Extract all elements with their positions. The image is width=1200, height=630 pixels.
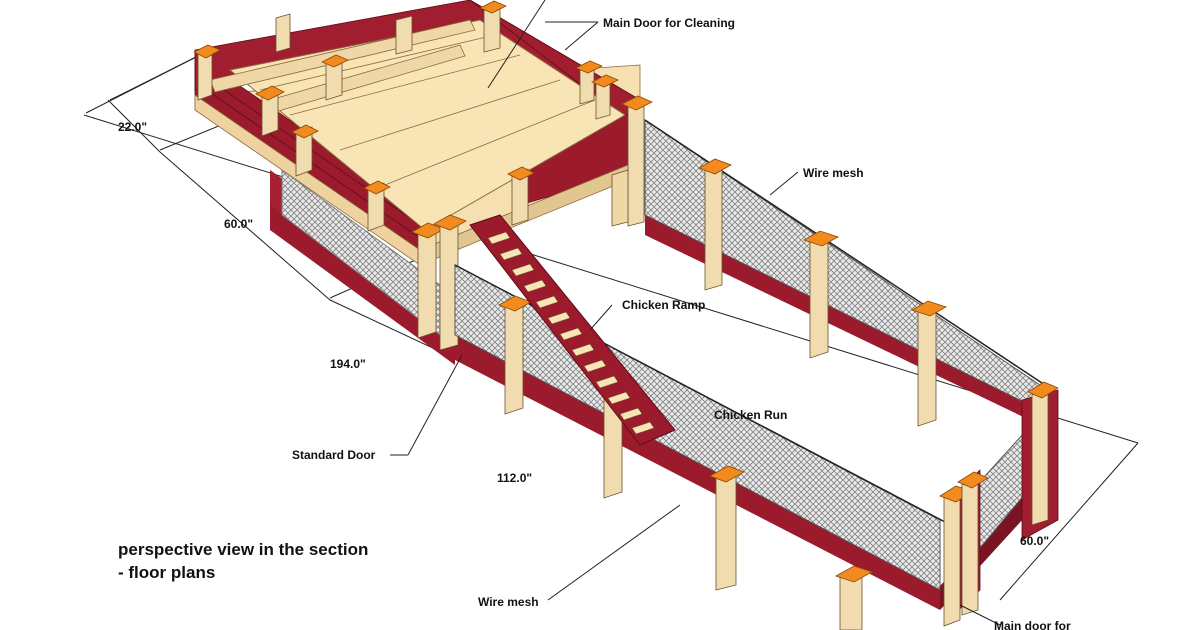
post <box>363 180 391 232</box>
post <box>395 15 413 55</box>
leader-lines <box>390 0 1001 626</box>
coop-posts <box>193 0 653 351</box>
post <box>611 169 629 227</box>
post <box>803 230 839 359</box>
post <box>709 465 745 591</box>
post <box>835 565 873 630</box>
post <box>698 158 732 291</box>
post <box>255 85 285 137</box>
post <box>479 0 507 53</box>
chicken-ramp <box>469 214 676 446</box>
label-chicken-run: Chicken Run <box>714 408 787 422</box>
post <box>507 166 535 226</box>
post <box>591 74 619 120</box>
caption-line-2: - floor plans <box>118 563 216 582</box>
dim-60-right: 60.0" <box>1020 534 1049 548</box>
post <box>911 300 947 427</box>
annotation-labels: Main Door for Cleaning Wire mesh Chicken… <box>292 16 1071 630</box>
label-wire-mesh-bottom: Wire mesh <box>478 595 539 609</box>
dim-60-left: 60.0" <box>224 217 253 231</box>
post <box>498 295 532 415</box>
dim-194: 194.0" <box>330 357 366 371</box>
post <box>275 13 291 53</box>
post <box>433 214 467 351</box>
run-end-wall <box>939 381 1059 627</box>
post <box>291 124 319 177</box>
drawing-caption: perspective view in the section - floor … <box>118 538 368 584</box>
run-posts-back <box>698 158 947 427</box>
label-wire-mesh-top: Wire mesh <box>803 166 864 180</box>
label-chicken-ramp: Chicken Ramp <box>622 298 705 312</box>
label-standard-door: Standard Door <box>292 448 376 462</box>
dimension-labels: 22.0" 60.0" 194.0" 112.0" 60.0" <box>118 120 1049 548</box>
post <box>193 44 221 101</box>
label-main-door-for: Main door for <box>994 619 1071 630</box>
post <box>621 95 653 227</box>
caption-line-1: perspective view in the section <box>118 540 369 559</box>
post <box>575 60 603 105</box>
dim-112: 112.0" <box>497 471 532 485</box>
label-main-door-cleaning: Main Door for Cleaning <box>603 16 735 30</box>
post <box>321 54 349 101</box>
dim-22: 22.0" <box>118 120 147 134</box>
